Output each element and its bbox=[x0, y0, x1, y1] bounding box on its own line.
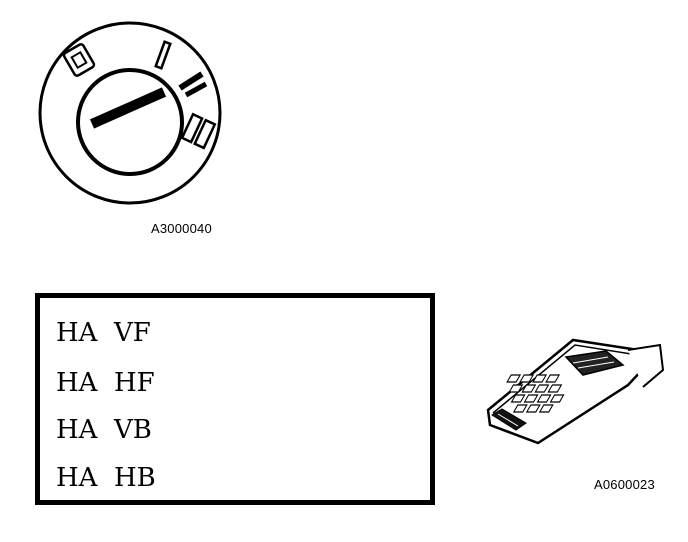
scan-tool-keypad bbox=[506, 374, 565, 413]
display-panel: HA VF HA HF HA VB HA HB bbox=[35, 293, 435, 505]
ignition-switch-icon bbox=[38, 21, 222, 205]
position-start-marks bbox=[178, 71, 208, 98]
switch-outer-ring bbox=[38, 21, 222, 205]
display-line: HA VB bbox=[56, 415, 152, 445]
position-i-marker bbox=[154, 40, 172, 70]
key-slot bbox=[89, 87, 167, 129]
switch-inner-ring bbox=[76, 68, 184, 176]
display-line: HA VF bbox=[56, 318, 151, 348]
display-line: HA HF bbox=[56, 368, 155, 398]
scan-tool-caption: A0600023 bbox=[594, 477, 655, 492]
display-line: HA HB bbox=[56, 463, 156, 493]
scan-tool-icon bbox=[486, 338, 665, 445]
scan-tool-connector bbox=[491, 408, 527, 431]
scan-tool-screen bbox=[564, 350, 625, 376]
ignition-caption: A3000040 bbox=[151, 221, 212, 236]
position-ii-marker bbox=[180, 112, 217, 150]
position-0-marker bbox=[62, 43, 96, 77]
